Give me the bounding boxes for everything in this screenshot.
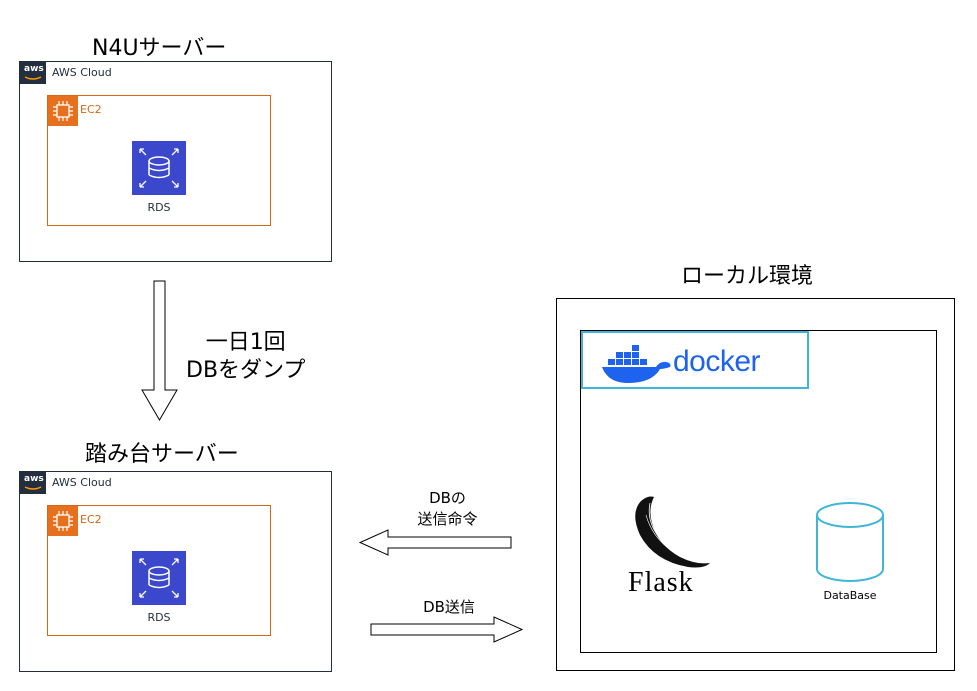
database-cylinder-icon [816, 502, 884, 582]
ec2-label: EC2 [80, 513, 102, 526]
bastion-aws-cloud-group: aws AWS Cloud EC2 RDS [19, 471, 332, 672]
aws-cloud-label: AWS Cloud [52, 476, 112, 489]
flask-horn-icon [635, 496, 710, 568]
aws-logo-icon: aws [20, 62, 46, 84]
rds-label: RDS [147, 201, 171, 214]
rds-database-icon [132, 141, 186, 195]
bastion-ec2-group: EC2 RDS [47, 505, 271, 636]
flask-wordmark: Flask [628, 567, 694, 598]
dump-caption-line2: DBをダンプ [186, 358, 306, 383]
docker-container-group: docker Flask DataBase [580, 330, 937, 653]
database-label: DataBase [823, 589, 877, 602]
db-send-right-arrow [370, 616, 524, 643]
local-env-group: docker Flask DataBase [556, 298, 955, 671]
aws-smile-icon [24, 76, 42, 80]
ec2-chip-icon [48, 506, 78, 536]
docker-logo: docker [581, 331, 809, 389]
aws-logo-text: aws [24, 64, 44, 74]
docker-wordmark: docker [673, 345, 761, 378]
aws-cloud-label: AWS Cloud [52, 66, 112, 79]
rds-label: RDS [147, 611, 171, 624]
aws-logo-text: aws [24, 474, 44, 484]
bastion-server-title: 踏み台サーバー [85, 442, 239, 467]
rds-database-icon [132, 551, 186, 605]
n4u-server-title: N4Uサーバー [92, 36, 227, 61]
dump-caption: 一日1回 DBをダンプ [186, 329, 305, 385]
ec2-label: EC2 [80, 103, 102, 116]
send-command-caption: DBの 送信命令 [400, 488, 495, 530]
send-command-left-arrow [358, 529, 512, 556]
aws-smile-icon [24, 486, 42, 490]
dump-down-arrow [141, 280, 178, 421]
dump-caption-line1: 一日1回 [205, 330, 286, 355]
send-command-line1: DBの [429, 489, 466, 507]
send-command-line2: 送信命令 [417, 510, 478, 528]
local-env-title: ローカル環境 [681, 264, 814, 289]
aws-logo-icon: aws [20, 472, 46, 494]
docker-whale-icon [602, 345, 671, 383]
n4u-ec2-group: EC2 RDS [47, 95, 271, 226]
db-send-caption: DB送信 [423, 598, 475, 616]
ec2-chip-icon [48, 96, 78, 126]
n4u-aws-cloud-group: aws AWS Cloud EC2 RDS [19, 61, 332, 262]
